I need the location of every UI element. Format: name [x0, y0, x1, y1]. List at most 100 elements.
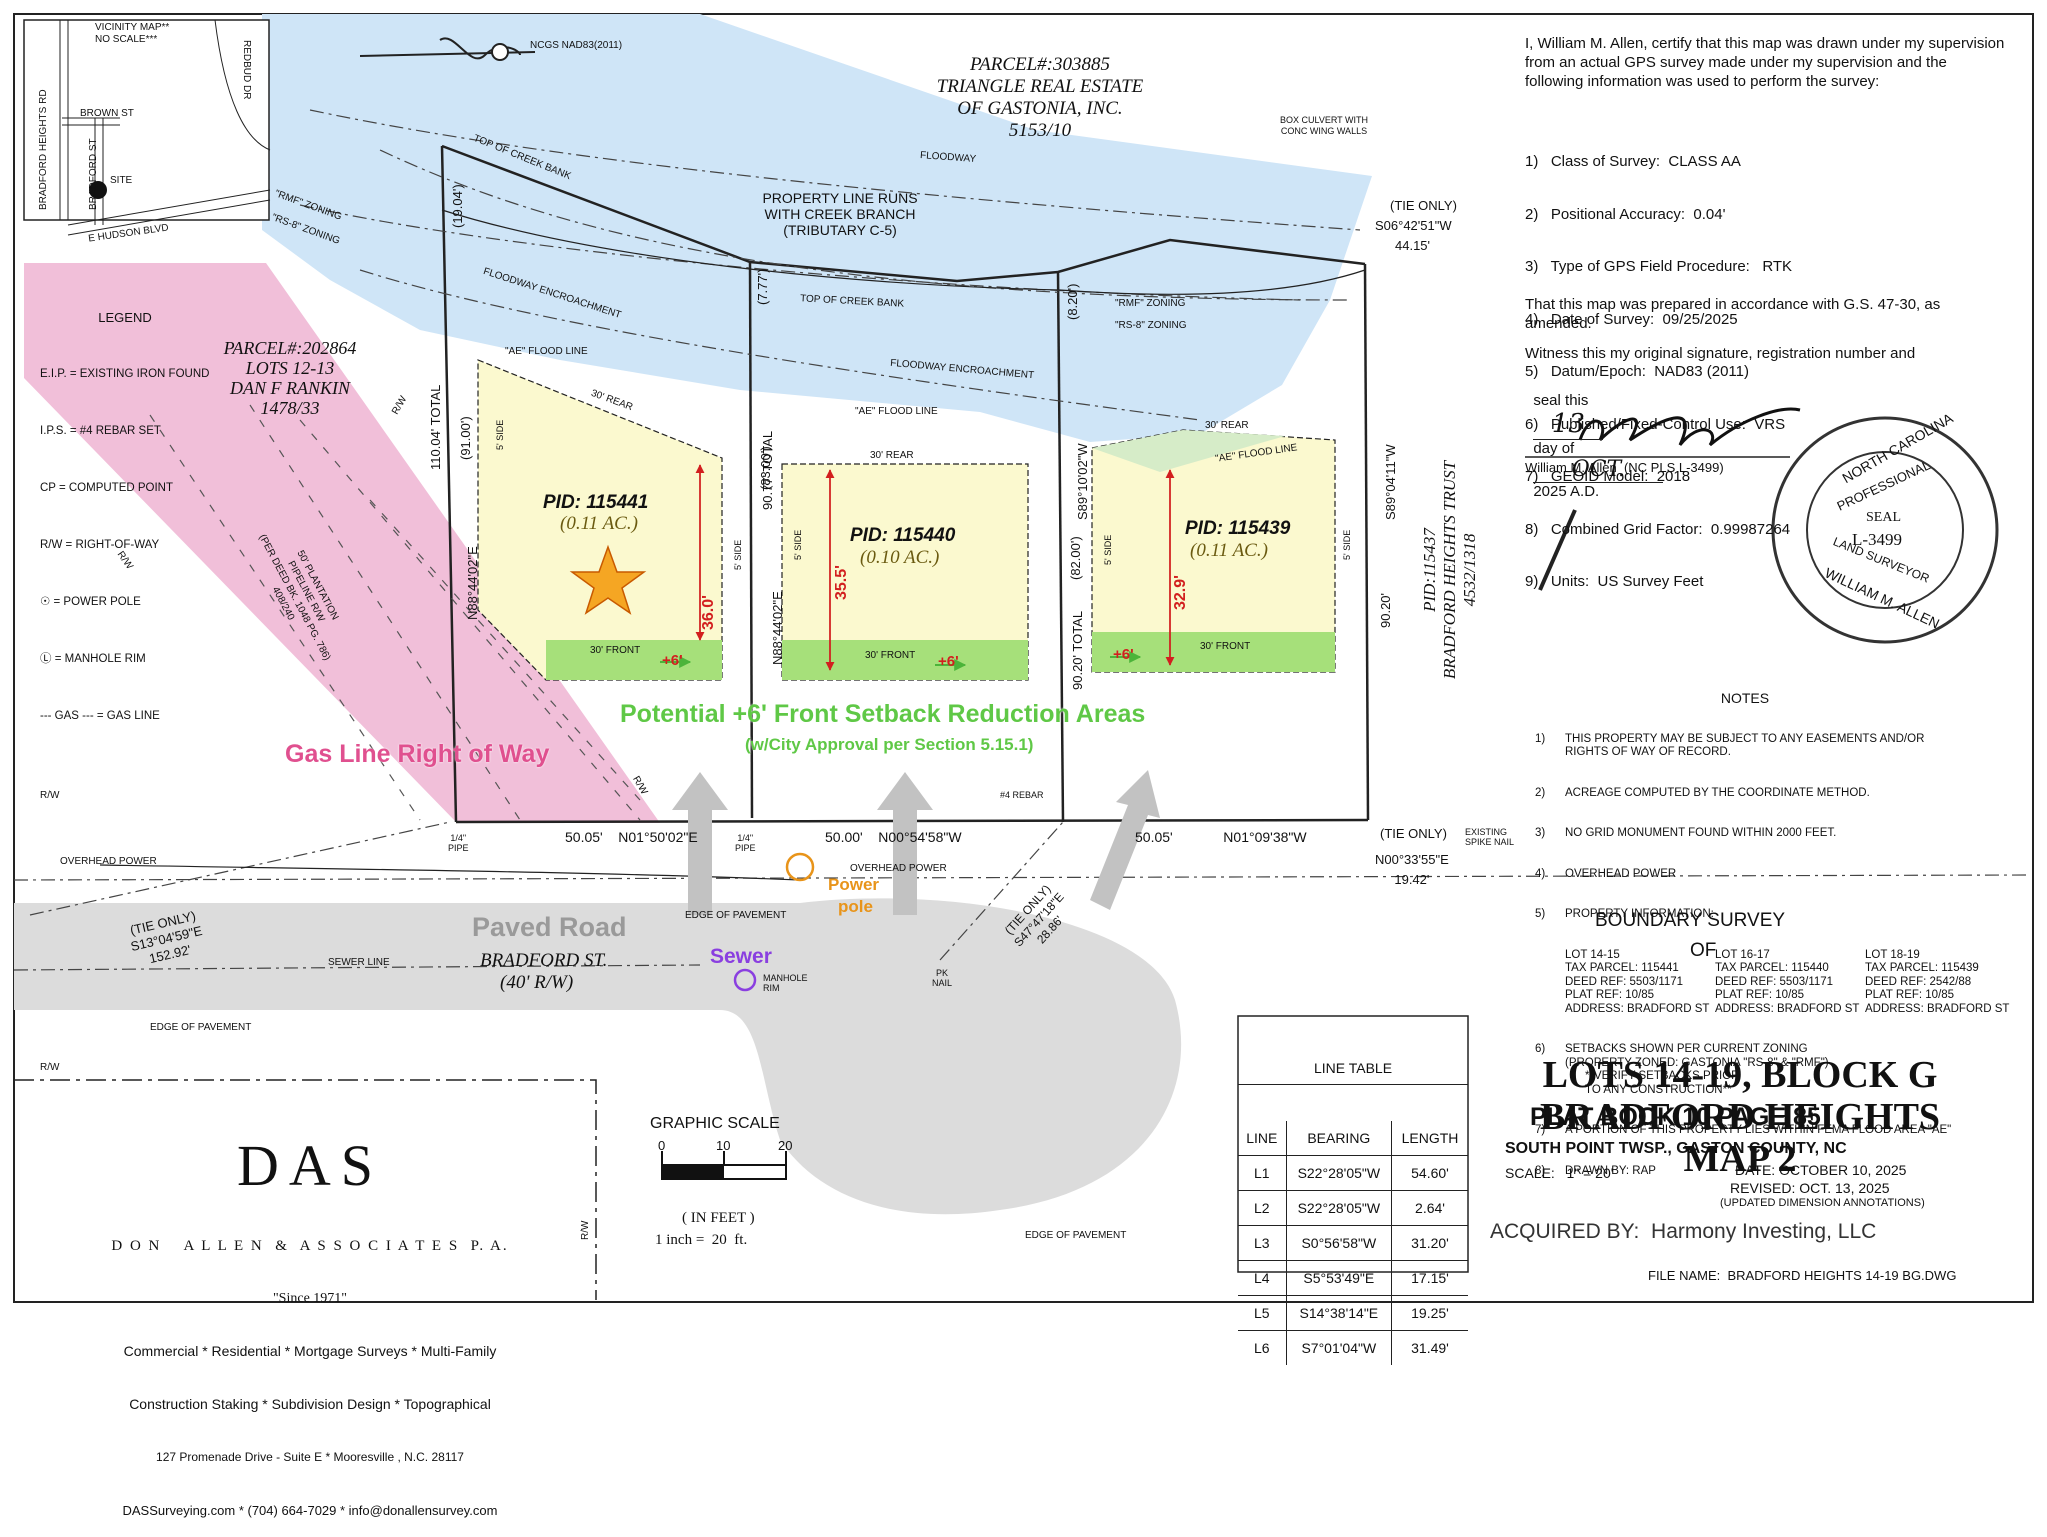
- lot-lines: [440, 144, 1370, 824]
- company-address: 127 Promenade Drive - Suite E * Mooresvi…: [156, 1450, 464, 1464]
- distance-vertical: (8.20'): [1065, 283, 1080, 320]
- title-acquired: ACQUIRED BY: Harmony Investing, LLC: [1490, 1220, 1877, 1243]
- legend-title: LEGEND: [98, 310, 152, 325]
- legend-item: ☉ = POWER POLE: [40, 596, 141, 608]
- graphic-scale-tick: 20: [778, 1138, 793, 1153]
- lot-depth-115440: 35.5': [833, 565, 850, 600]
- company-since: "Since 1971": [272, 1291, 348, 1306]
- bearing-label: 50.00' N00°54'58"W: [825, 829, 962, 845]
- legend-item: --- GAS --- = GAS LINE: [40, 710, 160, 722]
- power-pole-icon: ☉: [40, 596, 51, 608]
- pipe-label-1: 1/4"PIPE: [448, 833, 469, 853]
- title-county: SOUTH POINT TWSP., GASTON COUNTY, NC: [1505, 1140, 1847, 1157]
- title-scale: SCALE: 1" = 20': [1505, 1165, 1614, 1181]
- vicinity-road-1: BRADFORD HEIGHTS RD: [38, 89, 49, 210]
- company-contact: DASSurveying.com * (704) 664-7029 * info…: [122, 1503, 498, 1518]
- legend-item: CP = COMPUTED POINT: [40, 482, 174, 494]
- potential-setback-sublabel: (w/City Approval per Section 5.15.1): [745, 735, 1034, 754]
- certification-witness: Witness this my original signature, regi…: [1525, 345, 1916, 362]
- vicinity-road-3: BRADFORD ST: [88, 138, 99, 210]
- company-block: DAS D O N A L L E N & A S S O C I A T E …: [30, 1100, 590, 1537]
- company-name: D O N A L L E N & A S S O C I A T E S P.…: [111, 1238, 509, 1254]
- vicinity-road-2: BROWN ST: [80, 108, 134, 119]
- bearing-vertical: S89°04'11"W: [1383, 444, 1398, 520]
- edge-pavement-label-3: EDGE OF PAVEMENT: [1025, 1230, 1127, 1241]
- gas-lines: [149, 404, 641, 821]
- certification-items: 1) Class of Survey: CLASS AA 2) Position…: [1525, 153, 1793, 590]
- paved-road-area: [14, 898, 1182, 1215]
- setback-strip-115440: [782, 640, 1028, 680]
- notes: NOTES 1)THIS PROPERTY MAY BE SUBJECT TO …: [1535, 665, 2035, 1192]
- bearing-vertical: N88°44'02"E: [465, 546, 480, 620]
- lot-setback-115439: +6': [1113, 646, 1134, 663]
- distance-vertical: (7.77'): [755, 268, 770, 305]
- certification-intro: I, William M. Allen, certify that this m…: [1525, 35, 2005, 90]
- sewer-line-label: SEWER LINE: [328, 957, 390, 968]
- vicinity-site: SITE: [110, 175, 133, 186]
- site-star: [569, 544, 647, 615]
- tie-only-label: (TIE ONLY): [1380, 826, 1447, 841]
- lot-pid-115439: PID: 115439: [1185, 518, 1291, 539]
- company-services-1: Commercial * Residential * Mortgage Surv…: [123, 1343, 497, 1359]
- graphic-scale-title: GRAPHIC SCALE: [650, 1115, 780, 1132]
- distance-vertical: (19.04'): [450, 184, 465, 228]
- floodway-area: [262, 14, 1372, 442]
- street-name: BRADFORD ST.: [480, 950, 608, 971]
- rear-setback-label-3: 30' REAR: [1205, 420, 1249, 431]
- flood-triangle: [1092, 430, 1285, 472]
- rw-label-1: R/W: [40, 790, 60, 801]
- legend-item: R/W = RIGHT-OF-WAY: [40, 539, 160, 551]
- legend-item: E.I.P. = EXISTING IRON FOUND: [40, 368, 210, 380]
- title-revised: REVISED: OCT. 13, 2025: [1730, 1180, 1890, 1196]
- distance-vertical: 110.04' TOTAL: [428, 384, 443, 470]
- side-setback-label-3: 5' SIDE: [793, 529, 803, 560]
- title-revised-note: (UPDATED DIMENSION ANNOTATIONS): [1720, 1197, 1925, 1209]
- title-boundary-survey: BOUNDARY SURVEY: [1595, 910, 1786, 931]
- rs8-zoning-label-2: "RS-8" ZONING: [1115, 320, 1187, 331]
- front-setback-label-1: 30' FRONT: [590, 645, 641, 656]
- bearing-vertical: S89°10'02"W: [1075, 443, 1090, 520]
- edge-pavement-label-1: EDGE OF PAVEMENT: [685, 910, 787, 921]
- legend-item: I.P.S. = #4 REBAR SET: [40, 425, 161, 437]
- lot-depth-115441: 36.0': [700, 595, 717, 630]
- north-arrow-label: NCGS NAD83(2011): [530, 40, 623, 51]
- distance-vertical: (83.00'): [758, 446, 773, 490]
- setback-arrows: [660, 651, 1142, 671]
- vicinity-title: VICINITY MAP**NO SCALE***: [95, 22, 170, 45]
- sheet-border: [13, 13, 2034, 1303]
- side-setback-label-2: 5' SIDE: [733, 539, 743, 570]
- manhole-symbol: [733, 968, 757, 992]
- graphic-scale-ratio: 1 inch = 20 ft.: [655, 1232, 748, 1248]
- edge-pavement-label-2: EDGE OF PAVEMENT: [150, 1022, 252, 1033]
- overhead-power-label-1: OVERHEAD POWER: [60, 856, 157, 867]
- line-table-title: LINE TABLE: [1238, 1052, 1468, 1085]
- company-services-2: Construction Staking * Subdivision Desig…: [129, 1396, 491, 1412]
- lot-acres-115439: (0.11 AC.): [1190, 540, 1268, 561]
- graphic-scale-tick: 0: [658, 1138, 666, 1153]
- rw-label-2: R/W: [40, 1062, 60, 1073]
- lot-depth-115439: 32.9': [1172, 575, 1189, 610]
- title-plat-book: PLAT BOOK 10 PAGE 85: [1530, 1103, 1821, 1131]
- rear-setback-label-2: 30' REAR: [870, 450, 914, 461]
- lot-acres-115440: (0.10 AC.): [860, 547, 940, 568]
- company-logo: DAS: [236, 1133, 384, 1198]
- front-setback-label-3: 30' FRONT: [1200, 641, 1251, 652]
- street-row: (40' R/W): [500, 972, 574, 993]
- bearing-label: 50.05' N01°09'38"W: [1135, 829, 1307, 845]
- survey-sheet: VICINITY MAP**NO SCALE*** BRADFORD HEIGH…: [13, 13, 2035, 1518]
- ae-flood-line-label-2: "AE" FLOOD LINE: [855, 406, 938, 417]
